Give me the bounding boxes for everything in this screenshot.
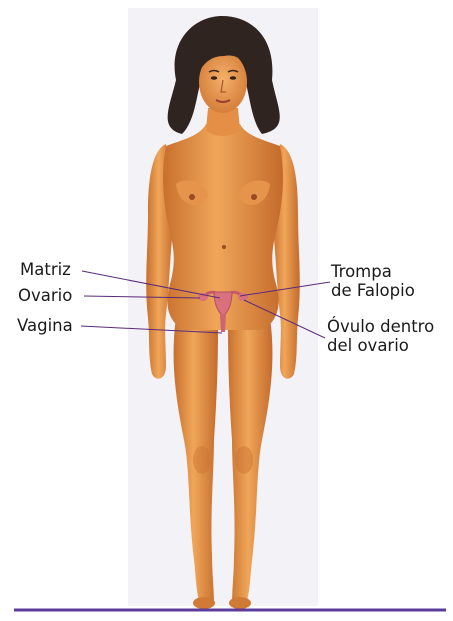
- label-trompa-line-2: de Falopio: [331, 281, 415, 300]
- label-vagina: Vagina: [17, 316, 73, 335]
- left-eye: [211, 76, 217, 80]
- label-ovulo-line-1: Óvulo dentro: [327, 317, 434, 336]
- navel: [222, 245, 226, 249]
- label-ovulo-line-2: del ovario: [327, 336, 434, 355]
- vagina-canal: [220, 314, 226, 332]
- left-foot: [193, 597, 215, 609]
- left-knee: [193, 446, 211, 474]
- right-knee: [235, 446, 253, 474]
- left-nipple: [189, 194, 195, 200]
- label-matriz: Matriz: [20, 260, 71, 279]
- ovary-right: [238, 293, 248, 301]
- right-foot: [229, 597, 251, 609]
- label-trompa-line-1: Trompa: [331, 262, 415, 281]
- label-ovario: Ovario: [18, 286, 72, 305]
- right-eye: [230, 76, 236, 80]
- label-ovulo-dentro-del-ovario: Óvulo dentro del ovario: [327, 317, 434, 355]
- label-trompa-de-falopio: Trompa de Falopio: [331, 262, 415, 300]
- right-nipple: [251, 194, 257, 200]
